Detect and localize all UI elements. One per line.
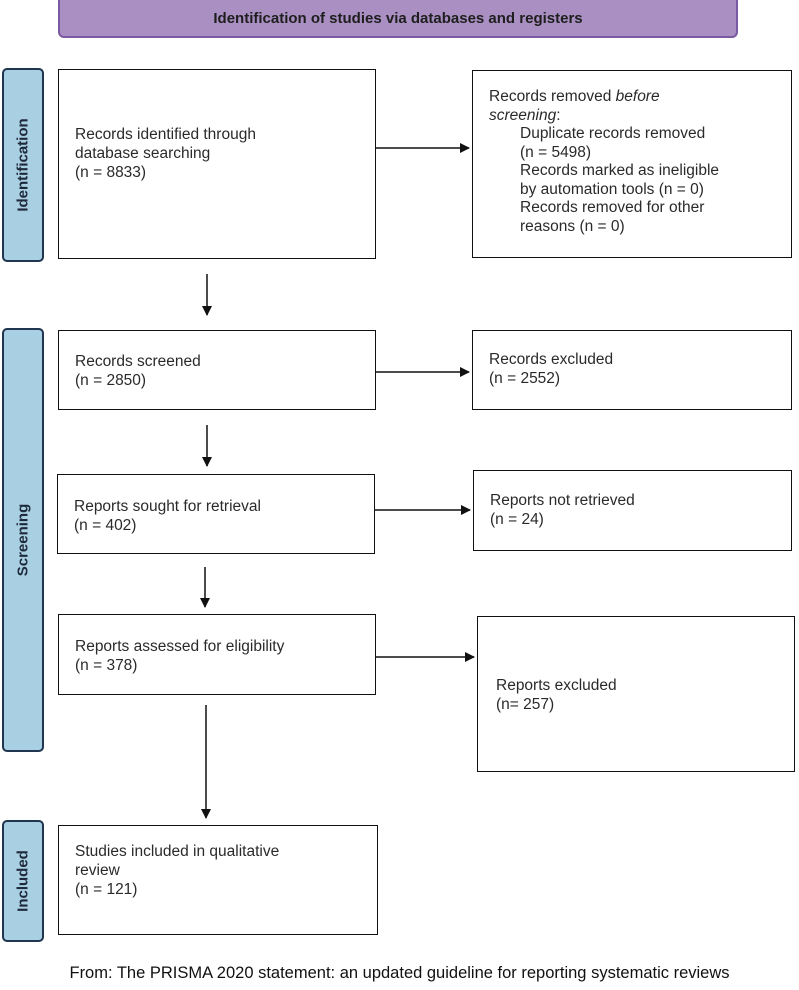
records-identified-line1: Records identified through [75,126,256,143]
duplicate-records-count: (n = 5498) [520,143,592,161]
duplicate-records-label: Duplicate records removed [520,125,706,142]
reports-assessed-box: Reports assessed for eligibility (n = 37… [58,614,376,695]
records-removed-heading: Records removed before [489,88,660,105]
records-excluded-count: (n = 2552) [489,370,561,387]
stage-included: Included [2,820,44,942]
reports-not-retrieved-count: (n = 24) [490,511,544,528]
reports-excluded-box: Reports excluded (n= 257) [477,616,795,772]
automation-records-count: by automation tools (n = 0) [520,180,704,198]
other-records-label: Records removed for other [520,199,705,216]
automation-records-label: Records marked as ineligible [520,162,720,179]
reports-not-retrieved-box: Reports not retrieved (n = 24) [473,470,792,551]
studies-included-box: Studies included in qualitative review (… [58,825,378,935]
studies-included-line1: Studies included in qualitative [75,843,280,860]
other-records-count: reasons (n = 0) [520,217,625,235]
records-screened-count: (n = 2850) [75,372,147,389]
reports-assessed-count: (n = 378) [75,657,138,674]
records-screened-box: Records screened (n = 2850) [58,330,376,410]
records-screened-label: Records screened [75,353,201,370]
header-title: Identification of studies via databases … [213,9,583,27]
records-identified-box: Records identified through database sear… [58,69,376,259]
reports-sought-label: Reports sought for retrieval [74,498,261,515]
records-identified-count: (n = 8833) [75,164,147,181]
records-excluded-label: Records excluded [489,351,614,368]
studies-included-line2: review [75,862,120,879]
source-caption: From: The PRISMA 2020 statement: an upda… [69,964,730,982]
flow-header: Identification of studies via databases … [58,0,738,38]
reports-excluded-label: Reports excluded [496,677,617,694]
stage-identification: Identification [2,68,44,262]
reports-sought-box: Reports sought for retrieval (n = 402) [57,474,375,554]
studies-included-count: (n = 121) [75,881,138,898]
reports-assessed-label: Reports assessed for eligibility [75,638,285,655]
records-identified-line2: database searching [75,145,211,162]
records-removed-box: Records removed before screening: Duplic… [472,70,792,258]
records-removed-heading-2: screening: [489,106,561,124]
records-excluded-box: Records excluded (n = 2552) [472,330,792,410]
reports-not-retrieved-label: Reports not retrieved [490,492,635,509]
reports-sought-count: (n = 402) [74,517,137,534]
stage-screening: Screening [2,328,44,752]
reports-excluded-count: (n= 257) [496,696,555,713]
